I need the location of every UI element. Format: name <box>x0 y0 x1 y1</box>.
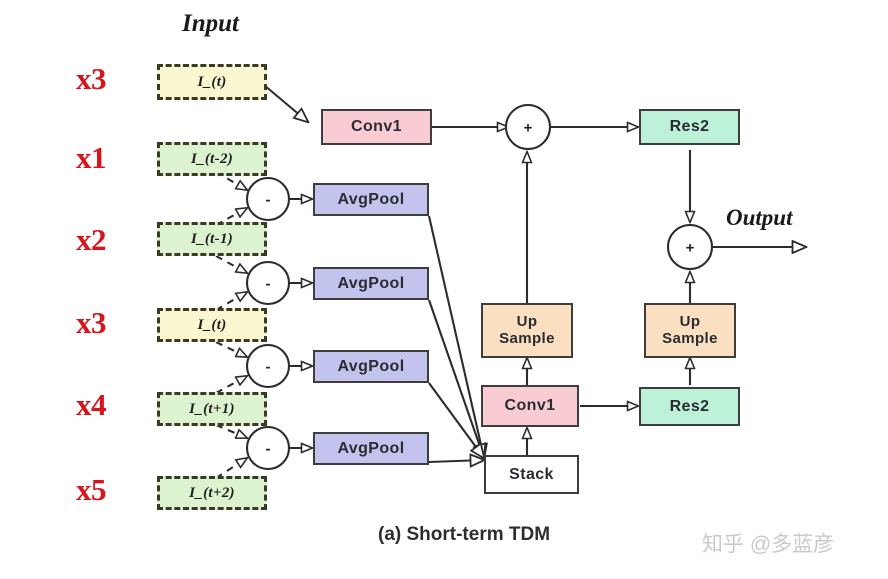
multiplier-label-6: x5 <box>76 472 107 507</box>
upsample-right-block[interactable]: Up Sample <box>644 303 736 358</box>
output-label: Output <box>726 205 793 230</box>
input-frame-t-plus-2: I_(t+2) <box>157 476 267 510</box>
multiplier-label-5: x4 <box>76 387 107 422</box>
conv1-top-block[interactable]: Conv1 <box>321 109 432 145</box>
watermark: 知乎 @多蓝彦 <box>702 533 835 556</box>
multiplier-label-2: x1 <box>76 140 107 175</box>
input-frame-t-top: I_(t) <box>157 64 267 100</box>
input-frame-t-middle: I_(t) <box>157 308 267 342</box>
multiplier-label-1: x3 <box>76 61 107 96</box>
multiplier-label-3: x2 <box>76 222 107 257</box>
figure-caption: (a) Short-term TDM <box>378 524 551 545</box>
input-frame-t-minus-1: I_(t-1) <box>157 222 267 256</box>
res2-top-block[interactable]: Res2 <box>639 109 740 145</box>
input-frame-t-minus-2: I_(t-2) <box>157 142 267 176</box>
avgpool-block-1[interactable]: AvgPool <box>313 183 429 216</box>
input-frame-t-plus-1: I_(t+1) <box>157 392 267 426</box>
multiplier-label-4: x3 <box>76 305 107 340</box>
avgpool-block-4[interactable]: AvgPool <box>313 432 429 465</box>
conv1-bottom-block[interactable]: Conv1 <box>481 385 579 427</box>
res2-bottom-block[interactable]: Res2 <box>639 387 740 426</box>
stack-block[interactable]: Stack <box>484 455 579 494</box>
avgpool-block-3[interactable]: AvgPool <box>313 350 429 383</box>
upsample-right-line2: Sample <box>662 329 718 347</box>
upsample-left-block[interactable]: Up Sample <box>481 303 573 358</box>
avgpool-block-2[interactable]: AvgPool <box>313 267 429 300</box>
upsample-left-line1: Up <box>516 312 538 330</box>
input-label: Input <box>182 10 239 37</box>
upsample-right-line1: Up <box>679 312 701 330</box>
upsample-left-line2: Sample <box>499 329 555 347</box>
